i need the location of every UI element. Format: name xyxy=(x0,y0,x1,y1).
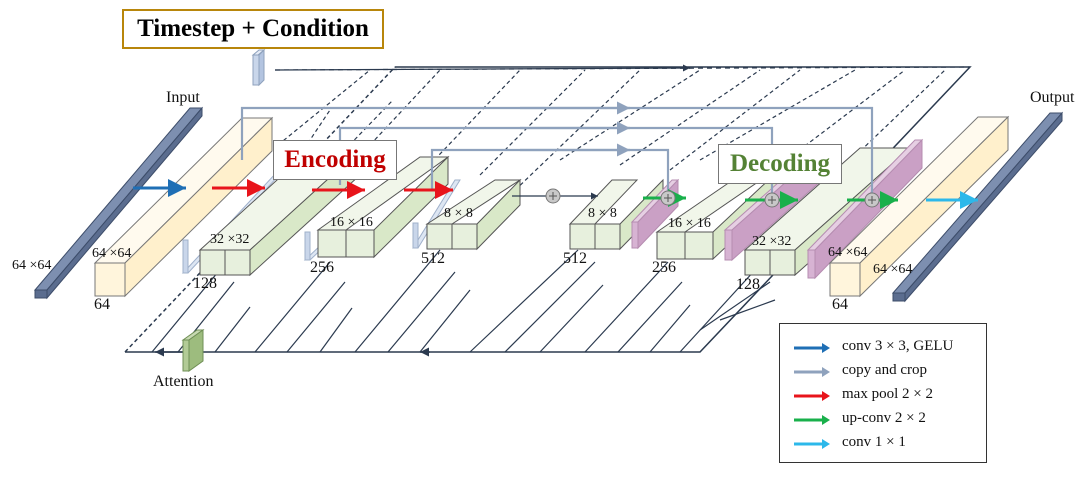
legend-label: up-conv 2 × 2 xyxy=(842,410,926,426)
channels-128-right: 128 xyxy=(736,276,760,293)
legend-arrow-conv1x1 xyxy=(794,439,830,449)
input-slab xyxy=(33,106,204,300)
input-label: Input xyxy=(166,89,200,106)
channels-512-left: 512 xyxy=(421,250,445,267)
size-input: 64 ×64 xyxy=(12,258,52,273)
cream-block-right xyxy=(828,115,1010,298)
timestep-lines xyxy=(274,64,971,72)
add-node-plus xyxy=(549,192,876,204)
size-output-block: 64 ×64 xyxy=(828,245,868,260)
legend: conv 3 × 3, GELU copy and crop max pool … xyxy=(779,323,987,463)
green-block-16 xyxy=(316,155,450,259)
decoding-label: Decoding xyxy=(718,144,842,184)
legend-arrow-copy xyxy=(794,367,830,377)
channels-256-left: 256 xyxy=(310,259,334,276)
green-block-8-enc xyxy=(425,178,522,251)
timestep-embedding-bar xyxy=(251,48,266,87)
diagram-title: Timestep + Condition xyxy=(122,9,384,49)
size-dec-16: 16 × 16 xyxy=(668,216,711,231)
size-enc-32: 32 ×32 xyxy=(210,232,250,247)
attention-label: Attention xyxy=(153,373,214,390)
legend-label: conv 1 × 1 xyxy=(842,434,906,450)
channels-64-right: 64 xyxy=(832,296,848,313)
legend-item: up-conv 2 × 2 xyxy=(780,409,986,431)
attention-block xyxy=(181,329,205,372)
pink-slab-3 xyxy=(806,138,924,280)
legend-item: conv 3 × 3, GELU xyxy=(780,337,986,359)
legend-item: max pool 2 × 2 xyxy=(780,385,986,407)
channels-512-right: 512 xyxy=(563,250,587,267)
legend-arrow-conv xyxy=(794,343,830,353)
size-dec-32: 32 ×32 xyxy=(752,234,792,249)
channels-256-right: 256 xyxy=(652,259,676,276)
channels-128-left: 128 xyxy=(193,275,217,292)
size-output: 64 ×64 xyxy=(873,262,913,277)
output-label: Output xyxy=(1030,89,1075,106)
legend-label: copy and crop xyxy=(842,362,927,378)
size-input-block: 64 ×64 xyxy=(92,246,132,261)
legend-label: max pool 2 × 2 xyxy=(842,386,933,402)
size-enc-16: 16 × 16 xyxy=(330,215,373,230)
size-dec-8: 8 × 8 xyxy=(588,206,617,221)
legend-arrow-upconv xyxy=(794,415,830,425)
encoding-label: Encoding xyxy=(273,140,397,180)
legend-label: conv 3 × 3, GELU xyxy=(842,338,954,354)
diagonal-connectors xyxy=(151,69,946,353)
channels-64-left: 64 xyxy=(94,296,110,313)
size-enc-8: 8 × 8 xyxy=(444,206,473,221)
legend-arrow-pool xyxy=(794,391,830,401)
legend-item: conv 1 × 1 xyxy=(780,433,986,455)
legend-item: copy and crop xyxy=(780,361,986,383)
